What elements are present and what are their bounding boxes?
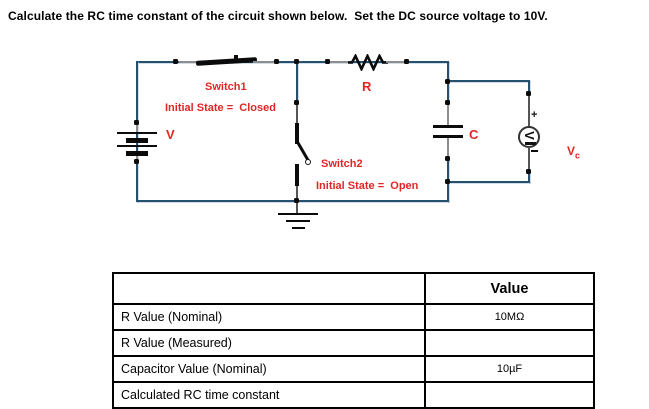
ground-bar-mid (286, 220, 310, 222)
circuit-diagram: + V V Switch1 Initial State = Closed R S… (117, 54, 580, 229)
resistor-zigzag (348, 54, 388, 71)
junction-dot (404, 59, 409, 64)
ground-bar-short (292, 227, 305, 229)
voltmeter-minus-mark (531, 150, 538, 152)
ground-stub (296, 202, 298, 213)
battery-bottom-lead (136, 156, 138, 161)
row-label-r-measured: R Value (Measured) (112, 329, 426, 357)
junction-dot (134, 120, 139, 125)
wire-voltmeter-right-upper (528, 80, 530, 95)
capacitor-plate-top (433, 125, 463, 128)
row-value-rc-constant (424, 381, 595, 409)
battery-plate-short-1 (126, 138, 148, 143)
wire-voltmeter-right-lower (528, 172, 530, 183)
switch2-blade-pivot (305, 159, 311, 165)
resistor-left-lead (330, 61, 350, 63)
junction-dot (325, 59, 330, 64)
wire-voltmeter-bottom (447, 181, 530, 183)
resistor-label: R (362, 79, 372, 94)
voltmeter-glyph: V (521, 131, 537, 140)
switch1-blade (195, 57, 258, 66)
voltmeter-top-lead (528, 94, 530, 127)
switch1-right-lead (253, 61, 277, 63)
resistor-right-lead (386, 61, 408, 63)
wire-switch2-branch (296, 61, 298, 104)
junction-dot (445, 156, 450, 161)
junction-dot (526, 91, 531, 96)
header-empty-cell (112, 272, 426, 305)
junction-dot (445, 79, 450, 84)
battery-plate-long-2 (117, 145, 157, 147)
junction-dot (134, 159, 139, 164)
voltmeter-bottom-lead (528, 147, 530, 173)
junction-dot (526, 169, 531, 174)
wire-bottom (136, 200, 449, 202)
switch1-actuator-tick (234, 55, 238, 61)
battery-plate-short-2 (126, 151, 148, 156)
voltmeter-label-sub: c (575, 150, 581, 161)
row-label-rc-constant: Calculated RC time constant (112, 381, 426, 409)
instruction-text: Calculate the RC time constant of the ci… (8, 9, 548, 23)
switch1-label: Switch1 (205, 81, 247, 93)
row-value-r-nominal: 10MΩ (424, 303, 595, 331)
switch2-top-lead (296, 104, 298, 124)
table-header-row: Value (112, 272, 595, 305)
row-value-r-measured (424, 329, 595, 357)
junction-dot (173, 59, 178, 64)
table-row: Capacitor Value (Nominal) 10µF (112, 355, 595, 383)
voltmeter-label: Vc (547, 130, 580, 174)
source-label: V (166, 127, 175, 142)
capacitor-plate-bottom (433, 135, 463, 138)
capacitor-top-lead (447, 104, 449, 125)
battery-top-lead (136, 124, 138, 133)
wire-top (136, 61, 449, 63)
table-row: R Value (Measured) (112, 329, 595, 357)
switch1-left-lead (179, 61, 199, 63)
header-value-cell: Value (424, 272, 595, 305)
capacitor-bottom-lead (447, 138, 449, 158)
switch1-state-label: Initial State = Closed (165, 102, 276, 114)
row-label-r-nominal: R Value (Nominal) (112, 303, 426, 331)
switch2-label: Switch2 (321, 158, 363, 170)
switch2-bottom-post (295, 164, 299, 186)
table-row: Calculated RC time constant (112, 381, 595, 409)
junction-dot (445, 179, 450, 184)
switch2-top-post (295, 123, 299, 144)
wire-voltmeter-top (447, 80, 530, 82)
switch2-bottom-lead (296, 186, 298, 201)
voltmeter-glyph-bar (525, 142, 536, 145)
junction-dot (294, 198, 299, 203)
results-table: Value R Value (Nominal) 10MΩ R Value (Me… (112, 272, 595, 409)
switch2-state-label: Initial State = Open (316, 180, 419, 192)
junction-dot (445, 100, 450, 105)
battery-plate-long-1 (117, 132, 157, 134)
junction-dot (274, 59, 279, 64)
voltmeter-label-main: V (567, 144, 576, 158)
capacitor-label: C (469, 127, 479, 142)
row-label-cap-nominal: Capacitor Value (Nominal) (112, 355, 426, 383)
row-value-cap-nominal: 10µF (424, 355, 595, 383)
voltmeter-icon: V (518, 126, 540, 148)
junction-dot (294, 100, 299, 105)
table-row: R Value (Nominal) 10MΩ (112, 303, 595, 331)
voltmeter-plus-mark: + (531, 109, 538, 121)
junction-dot (294, 59, 299, 64)
ground-bar-long (278, 213, 318, 215)
